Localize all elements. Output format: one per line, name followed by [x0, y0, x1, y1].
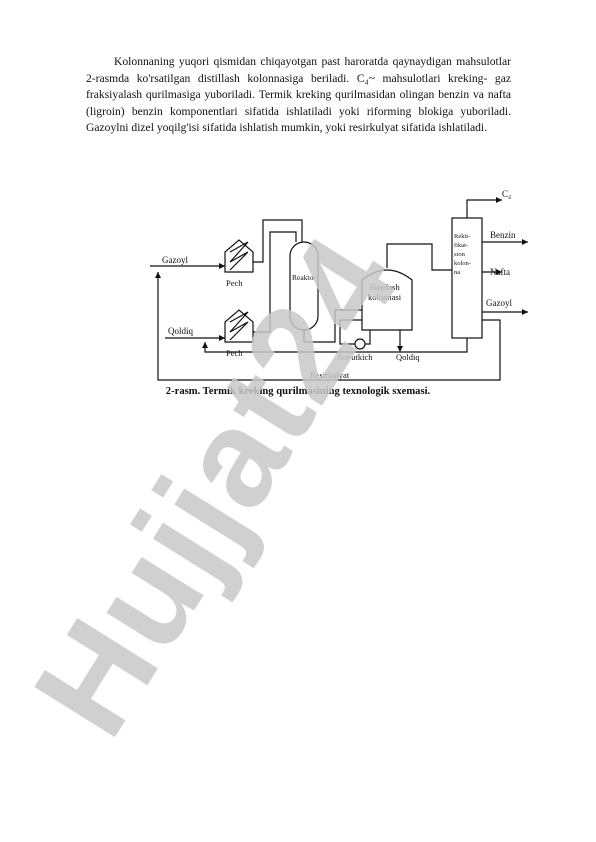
- label-rekt-1: Rekti-: [454, 233, 470, 240]
- label-pech-bottom: Pech: [226, 348, 243, 358]
- label-rekt-5: na: [454, 269, 460, 276]
- label-nafta: Nafta: [490, 267, 510, 277]
- label-benzin: Benzin: [490, 230, 516, 240]
- furnace-top-shape: [224, 239, 254, 273]
- reactor-vessel: [289, 241, 319, 331]
- label-reaktor: Reaktor: [292, 273, 316, 282]
- label-gazoyl-out: Gazoyl: [486, 298, 512, 308]
- label-resirkulyat: Resirkulyat: [310, 370, 350, 380]
- furnace-bottom-shape: [224, 309, 254, 343]
- process-diagram-svg: Gazoyl Qoldiq Pech Pech Reaktor Haydash …: [150, 189, 528, 381]
- process-diagram: Gazoyl Qoldiq Pech Pech Reaktor Haydash …: [150, 180, 530, 385]
- label-c4: C₄: [502, 189, 511, 199]
- label-sovutkich: Sovutkich: [338, 352, 373, 362]
- label-gazoyl-in: Gazoyl: [162, 255, 188, 265]
- figure-caption: 2-rasm. Termik kreking qurilmasining tex…: [165, 386, 431, 397]
- furnace-top-coil: [229, 241, 249, 271]
- label-rekt-3: sion: [454, 251, 466, 258]
- furnace-bottom-coil: [229, 311, 249, 341]
- body-paragraph: Kolonnaning yuqori qismidan chiqayotgan …: [86, 55, 511, 134]
- label-pech-top: Pech: [226, 278, 243, 288]
- label-haydash-1: Haydash: [370, 282, 400, 292]
- label-qoldiq-in: Qoldiq: [168, 326, 194, 336]
- cooler-circle: [354, 338, 366, 350]
- label-qoldiq-out: Qoldiq: [396, 352, 420, 362]
- haydash-column: [361, 269, 413, 331]
- label-rekt-4: kolon-: [454, 260, 471, 267]
- label-rekt-2: fikat-: [454, 242, 468, 249]
- label-haydash-2: kolonnasi: [368, 292, 402, 302]
